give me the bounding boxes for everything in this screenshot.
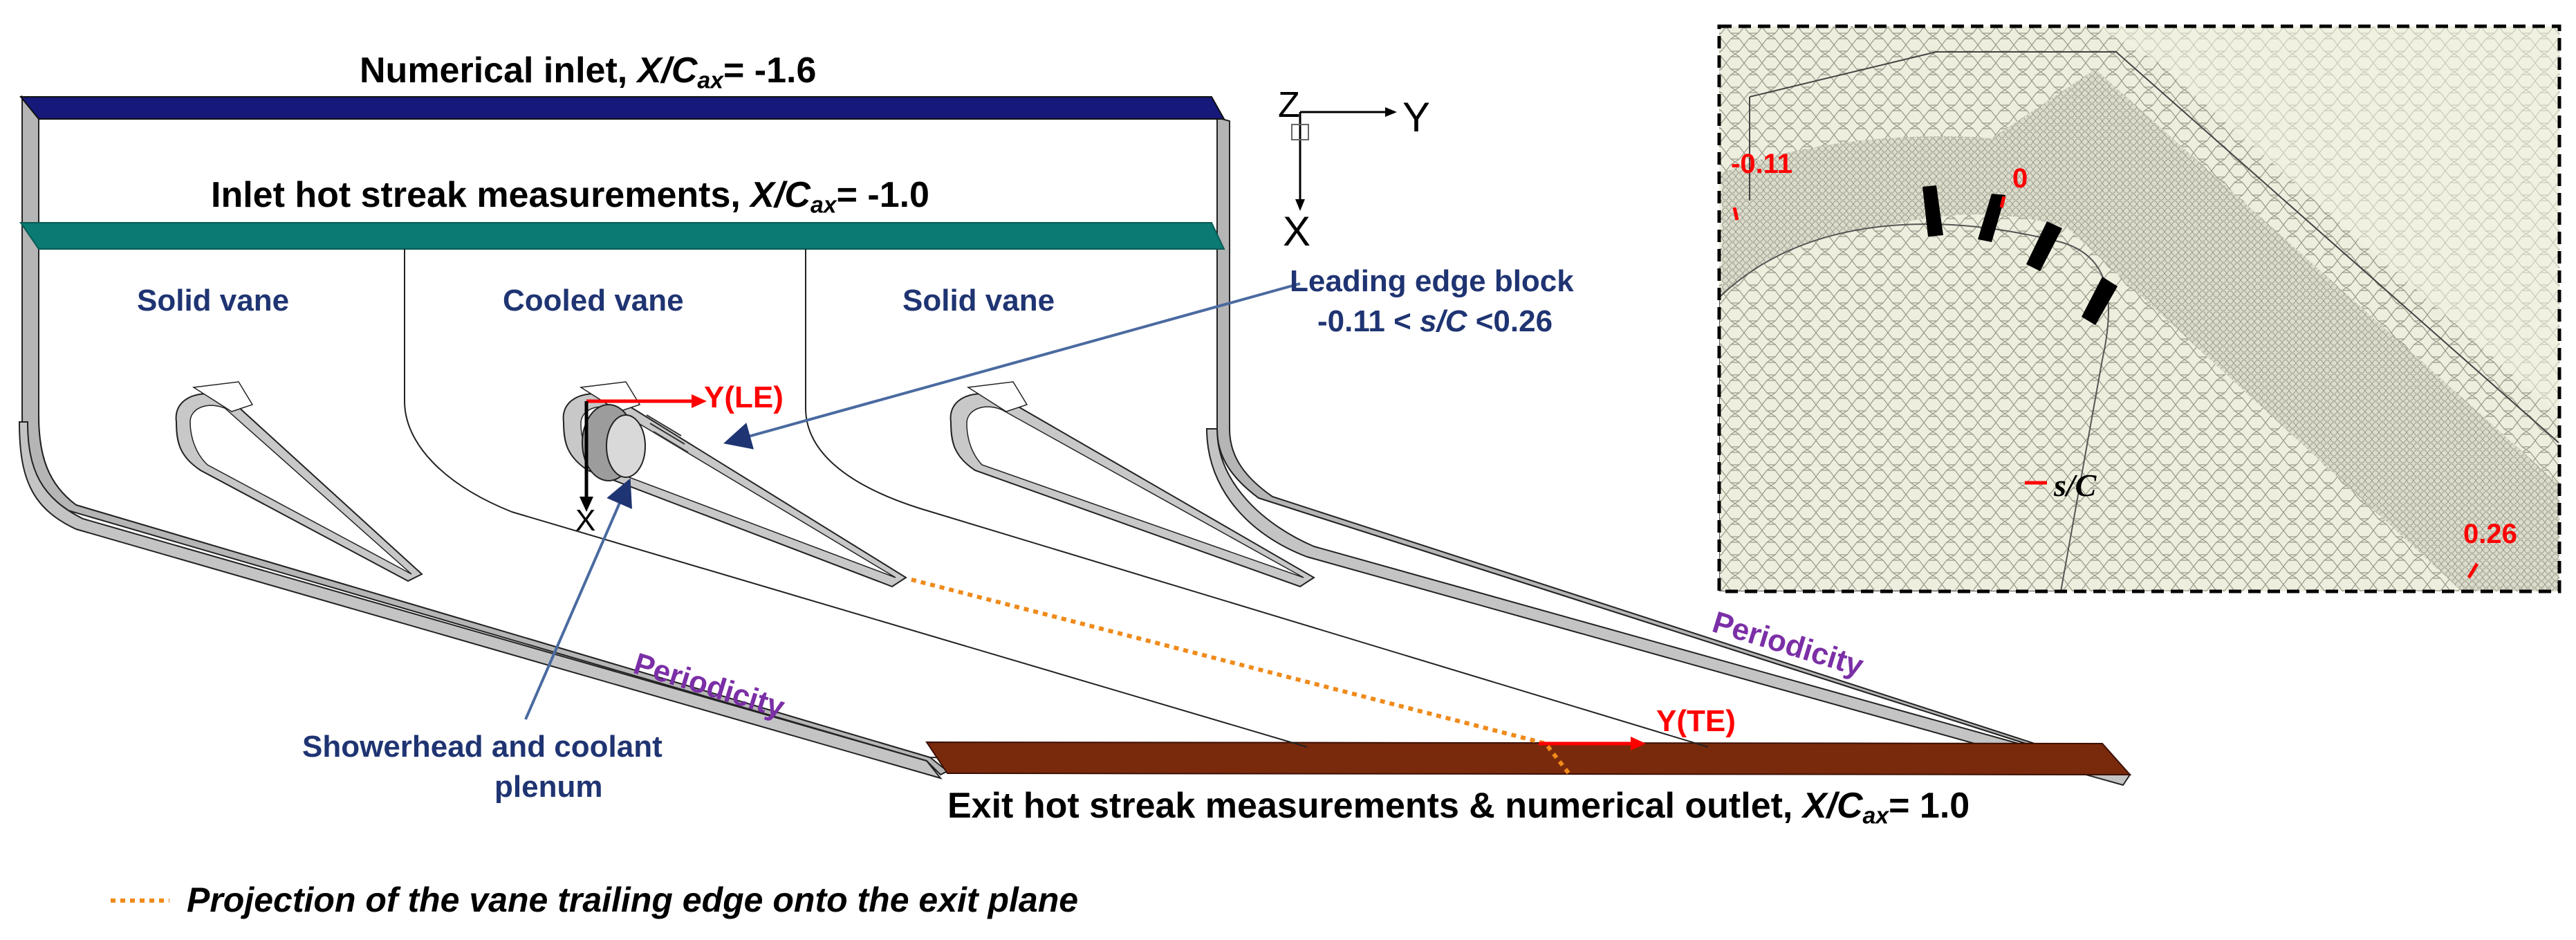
showerhead-label-line2: plenum bbox=[494, 770, 603, 804]
x-le-label: X bbox=[575, 504, 596, 537]
showerhead-arrow bbox=[524, 478, 632, 720]
axis-x-label: X bbox=[1283, 208, 1311, 255]
axis-z-label: Z bbox=[1278, 85, 1300, 125]
exit-hot-streak-label: Exit hot streak measurements & numerical… bbox=[947, 786, 1970, 829]
y-te-label: Y(TE) bbox=[1656, 704, 1736, 738]
solid-vane-right-label: Solid vane bbox=[902, 284, 1055, 317]
solid-vane-right-shape bbox=[949, 381, 1315, 588]
leading-edge-block-arrow bbox=[723, 282, 1301, 450]
mesh-inset bbox=[1719, 26, 2559, 591]
leading-edge-block-range: -0.11 < s/C <0.26 bbox=[1317, 304, 1553, 338]
inset-frame bbox=[1717, 24, 2561, 593]
cooled-vane-shape bbox=[562, 381, 907, 588]
inset-tick-end-label: 0.26 bbox=[2463, 519, 2517, 549]
cooled-vane-label: Cooled vane bbox=[503, 284, 684, 317]
axis-triad bbox=[1291, 107, 1397, 211]
te-axis bbox=[1539, 737, 1646, 750]
trailing-edge-projection-line bbox=[911, 578, 1572, 776]
inset-tick-zero-label: 0 bbox=[2012, 163, 2028, 194]
solid-vane-left-shape bbox=[175, 381, 423, 582]
numerical-inlet-label: Numerical inlet, X/Cax= -1.6 bbox=[360, 50, 817, 94]
showerhead-label-line1: Showerhead and coolant bbox=[302, 730, 662, 764]
le-axes bbox=[580, 394, 707, 512]
legend-projection-label: Projection of the vane trailing edge ont… bbox=[187, 881, 1079, 919]
axis-y-label: Y bbox=[1402, 94, 1431, 140]
inlet-hot-streak-label: Inlet hot streak measurements, X/Cax= -1… bbox=[211, 175, 929, 219]
inset-tick-start-label: -0.11 bbox=[1731, 149, 1792, 179]
leading-edge-block-label: Leading edge block bbox=[1290, 264, 1574, 298]
solid-vane-left-label: Solid vane bbox=[137, 284, 290, 317]
inset-scale-label: s/C bbox=[2054, 468, 2097, 503]
y-le-label: Y(LE) bbox=[704, 380, 784, 414]
